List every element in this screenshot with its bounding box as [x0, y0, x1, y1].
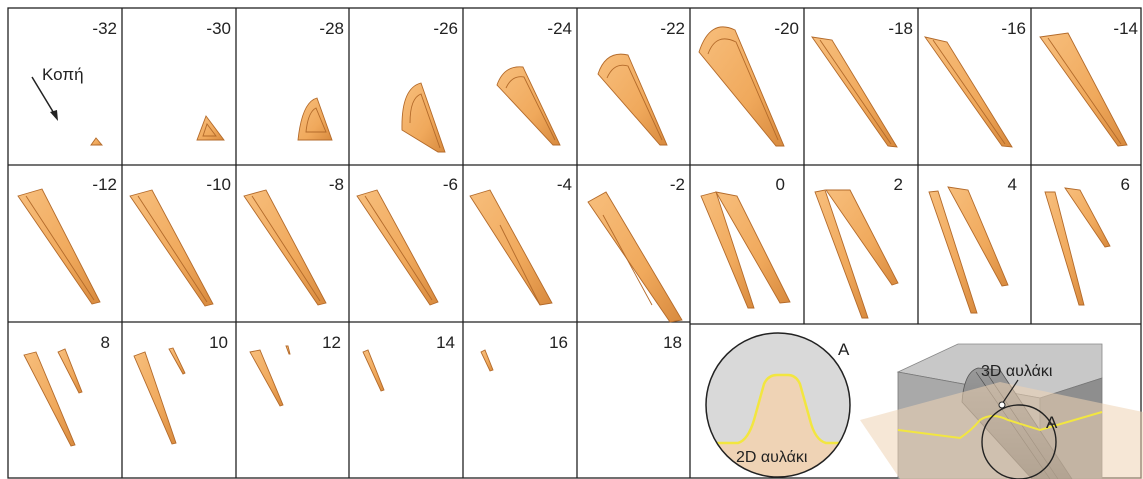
panel-number: -24 [547, 19, 572, 38]
panel-number: 4 [1008, 175, 1017, 194]
panel-number: -18 [888, 19, 913, 38]
panel-number: 0 [776, 175, 785, 194]
panel-number: -6 [443, 175, 458, 194]
panel-number: 16 [549, 333, 568, 352]
panel-number: 2 [894, 175, 903, 194]
panel-number: -28 [319, 19, 344, 38]
panel-number: -8 [329, 175, 344, 194]
cut-label: Κοπή [42, 65, 84, 84]
panel-number: -14 [1113, 19, 1138, 38]
panel-shapes-row2 [17, 186, 1111, 323]
cut-arrow-icon [31, 76, 58, 121]
panel-number: 14 [436, 333, 455, 352]
panel-grid [7, 7, 1142, 479]
panel-numbers: -32 -30 -28 -26 -24 -22 -20 -18 -16 -14 … [92, 19, 1138, 352]
panel-number: 10 [209, 333, 228, 352]
panel-number: -22 [660, 19, 685, 38]
panel-number: -2 [670, 175, 685, 194]
panel-number: -10 [206, 175, 231, 194]
detail-2d-groove: A 2D αυλάκι [705, 332, 851, 478]
panel-shapes-row3 [23, 345, 494, 447]
panel-number: -4 [557, 175, 572, 194]
panel-number: -16 [1001, 19, 1026, 38]
panel-number: -30 [206, 19, 231, 38]
groove-3d-label: 3D αυλάκι [981, 363, 1053, 380]
panel-number: 6 [1121, 175, 1130, 194]
panel-number: -12 [92, 175, 117, 194]
panel-number: 12 [322, 333, 341, 352]
panel-number: -32 [92, 19, 117, 38]
groove-2d-label: 2D αυλάκι [736, 449, 808, 466]
detail-marker: A [838, 340, 850, 359]
panel-number: 18 [663, 333, 682, 352]
model-marker: A [1046, 413, 1058, 432]
detail-3d-model: 3D αυλάκι A [860, 343, 1143, 479]
panel-number: -26 [433, 19, 458, 38]
panel-shapes [90, 26, 1128, 153]
panel-number: -20 [774, 19, 799, 38]
panel-number: 8 [101, 333, 110, 352]
